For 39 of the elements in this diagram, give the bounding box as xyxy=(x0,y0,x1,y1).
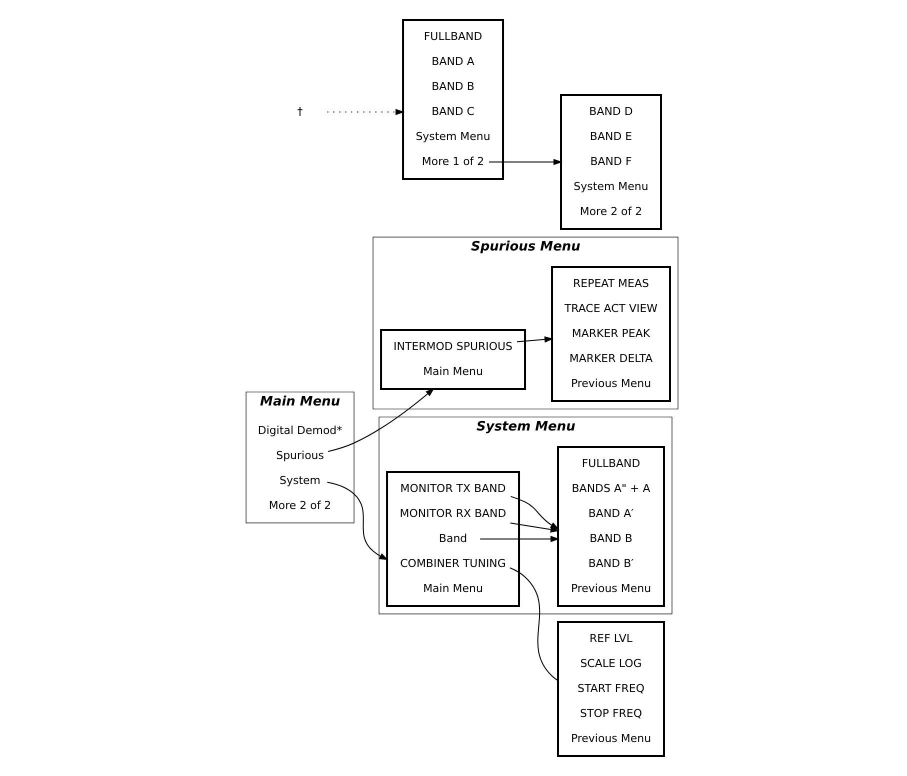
node-text: MONITOR TX BAND xyxy=(400,482,506,495)
node-text: More 2 of 2 xyxy=(268,498,332,512)
node-text: FULLBAND xyxy=(582,456,640,470)
node-text: BAND F xyxy=(590,154,632,168)
node-text: REPEAT MEAS xyxy=(573,276,649,290)
node-text: MONITOR RX BAND xyxy=(400,506,506,520)
node-text: System Menu xyxy=(416,130,490,143)
node-text: Main Menu xyxy=(423,582,483,595)
node-text: BANDS A" + A xyxy=(572,482,650,495)
node-text: Previous Menu xyxy=(570,376,652,390)
node-text: System xyxy=(280,474,321,487)
node-text: Previous Menu xyxy=(570,732,652,745)
node-text: MARKER PEAK xyxy=(572,326,650,340)
node-text: System Menu xyxy=(574,180,648,193)
node-text: START FREQ xyxy=(578,682,644,695)
node-text: COMBINER TUNING xyxy=(400,556,506,570)
node-text: BAND A xyxy=(432,54,474,68)
node-text: BAND E xyxy=(590,130,632,143)
node-text: Band xyxy=(438,532,468,545)
node-text: BAND B xyxy=(432,80,474,93)
node-text: More 1 of 2 xyxy=(422,154,484,168)
node-text: † xyxy=(297,104,303,118)
node-text: BAND C xyxy=(432,104,474,118)
node-text: BAND B xyxy=(590,532,632,545)
node-text: Main Menu xyxy=(423,364,483,378)
node-text: BAND B′ xyxy=(588,556,634,570)
node-text: Previous Menu xyxy=(570,582,652,595)
node-text: BAND A′ xyxy=(588,506,634,520)
node-text: TRACE ACT VIEW xyxy=(564,302,658,315)
node-text: BAND D xyxy=(589,104,633,118)
node-text: MARKER DELTA xyxy=(569,352,653,365)
node-text: More 2 of 2 xyxy=(580,204,642,218)
node-text: INTERMOD SPURIOUS xyxy=(394,340,513,353)
node-text: REF LVL xyxy=(590,632,632,645)
node-text: Digital Demod* xyxy=(258,424,342,437)
node-text: STOP FREQ xyxy=(580,706,642,720)
node-text: Spurious xyxy=(276,448,324,462)
node-text: SCALE LOG xyxy=(580,656,642,670)
node-text: FULLBAND xyxy=(424,30,482,43)
